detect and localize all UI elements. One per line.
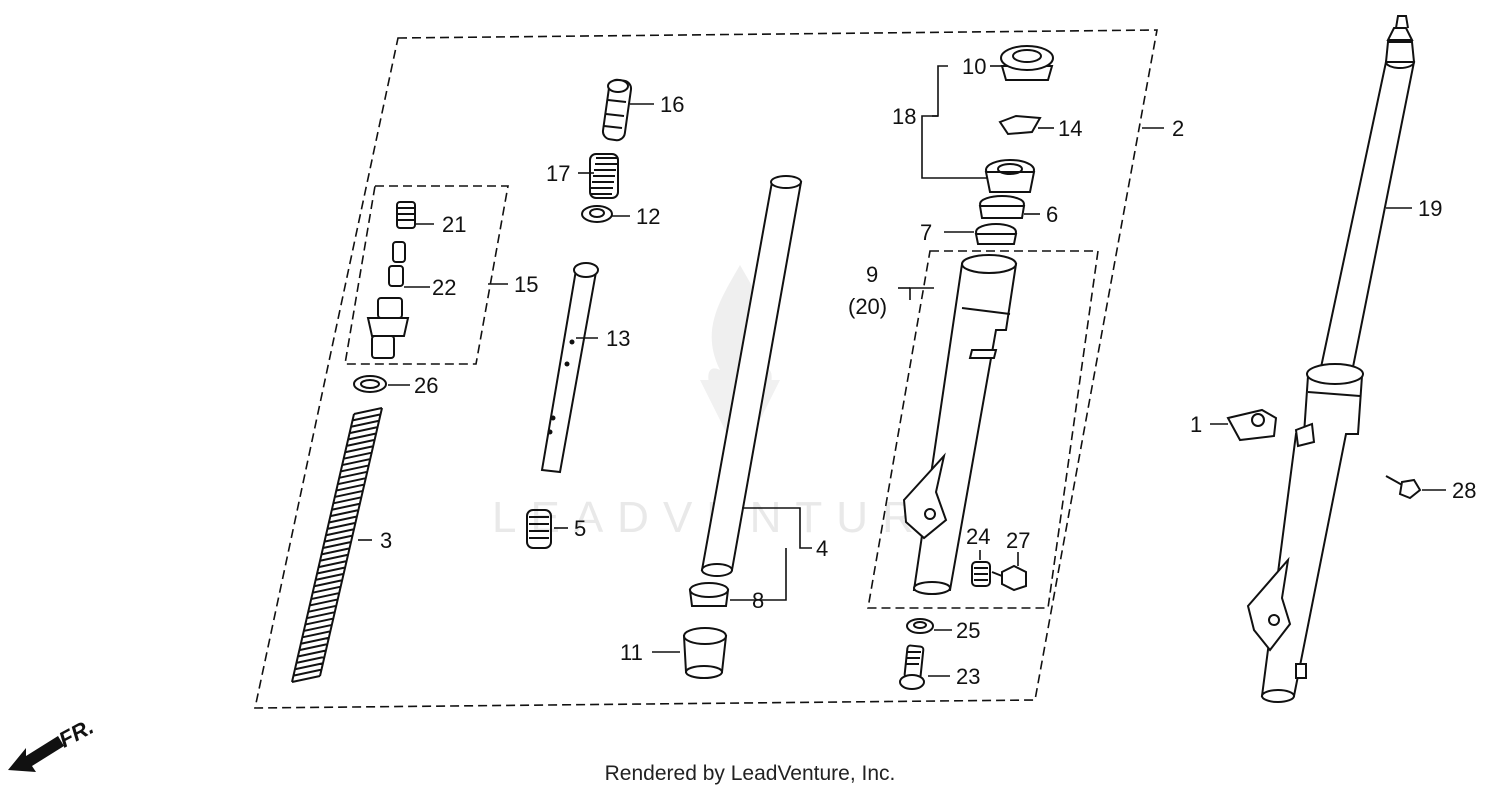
- callout-28: 28: [1452, 478, 1476, 503]
- part-3-fork-spring: [291, 407, 383, 683]
- callout-14: 14: [1058, 116, 1082, 141]
- part-23-socket-bolt: [899, 644, 925, 690]
- callout-8: 8: [752, 588, 764, 613]
- callout-26: 26: [414, 373, 438, 398]
- part-15-valve-body: [366, 297, 410, 359]
- part-22-valve-stem: [388, 241, 406, 287]
- callout-16: 16: [660, 92, 684, 117]
- callout-23: 23: [956, 664, 980, 689]
- callout-22: 22: [432, 275, 456, 300]
- part-1-clamp: [1226, 408, 1278, 442]
- callout-9: 9: [866, 262, 878, 287]
- callout-20: (20): [848, 294, 887, 319]
- callout-4: 4: [816, 536, 828, 561]
- part-4-inner-tube: [700, 175, 803, 577]
- part-14-clip: [998, 114, 1042, 136]
- part-13-rod: [540, 262, 599, 474]
- callout-21: 21: [442, 212, 466, 237]
- part-10-cap: [1000, 45, 1054, 81]
- callout-5: 5: [574, 516, 586, 541]
- part-7-slide-bushing: [974, 223, 1018, 245]
- slider-group-outline: [867, 250, 1099, 609]
- part-28-screw: [1385, 475, 1422, 500]
- callout-3: 3: [380, 528, 392, 553]
- callout-1: 1: [1190, 412, 1202, 437]
- part-27-bolt: [991, 564, 1027, 592]
- callout-6: 6: [1046, 202, 1058, 227]
- part-17-spring: [589, 153, 619, 199]
- part-16-bolt: [601, 78, 633, 142]
- callout-17: 17: [546, 161, 570, 186]
- callout-12: 12: [636, 204, 660, 229]
- part-12-washer: [581, 205, 613, 223]
- part-9-fork-slider: [902, 254, 1018, 595]
- part-8-bushing: [688, 582, 730, 607]
- callout-25: 25: [956, 618, 980, 643]
- part-6-back-up-ring: [978, 195, 1026, 219]
- callout-labels: 1 2 3 4 5 6 7 8 9 (20) 10 11 12 13 14 15…: [380, 54, 1476, 689]
- part-24-plug: [971, 561, 991, 587]
- footer-credit: Rendered by LeadVenture, Inc.: [604, 762, 896, 785]
- callout-11: 11: [620, 640, 643, 665]
- part-21-valve: [396, 201, 416, 229]
- part-26-oring: [353, 375, 387, 393]
- part-25-washer: [906, 618, 934, 634]
- callout-27: 27: [1006, 528, 1030, 553]
- bracket-18: [921, 65, 990, 179]
- callout-15: 15: [514, 272, 538, 297]
- callout-7: 7: [920, 220, 932, 245]
- valve-group-outline: [344, 185, 509, 365]
- part-11-dust-seal: [682, 627, 728, 679]
- assembly-outline: [254, 29, 1158, 709]
- part-5-spring: [526, 509, 552, 549]
- callout-10: 10: [962, 54, 986, 79]
- part-18-oil-seal: [984, 159, 1036, 193]
- callout-18: 18: [892, 104, 916, 129]
- callout-19: 19: [1418, 196, 1442, 221]
- part-19-fork-assembly: [1246, 15, 1416, 703]
- callout-24: 24: [966, 524, 990, 549]
- callout-13: 13: [606, 326, 630, 351]
- callout-2: 2: [1172, 116, 1184, 141]
